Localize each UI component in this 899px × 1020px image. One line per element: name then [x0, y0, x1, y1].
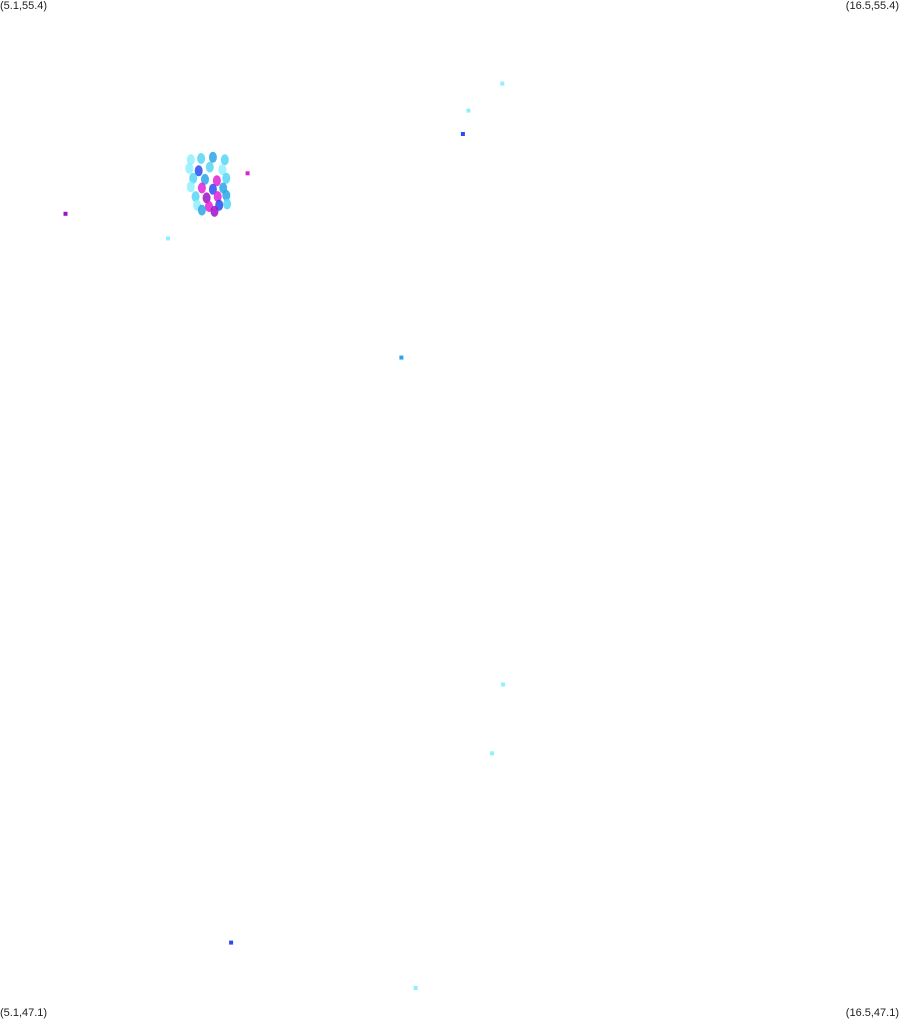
cluster-point-11[interactable] [222, 172, 231, 184]
corner-label-top-left: (5.1,55.4) [0, 0, 48, 12]
corner-label-bottom-left: (5.1,47.1) [0, 1007, 48, 1019]
cluster-point-10[interactable] [212, 175, 221, 187]
map-point-9[interactable] [229, 940, 234, 945]
map-point-10[interactable] [413, 986, 418, 990]
map-point-4[interactable] [63, 211, 68, 216]
map-point-1[interactable] [466, 108, 471, 113]
cluster-point-0[interactable] [186, 154, 195, 166]
map-point-2[interactable] [460, 132, 465, 136]
map-point-3[interactable] [245, 171, 250, 176]
cluster-point-14[interactable] [208, 183, 217, 195]
map-point-6[interactable] [399, 355, 404, 360]
cluster-point-1[interactable] [197, 153, 206, 164]
cluster-point-9[interactable] [201, 173, 209, 185]
map-point-8[interactable] [490, 751, 495, 756]
map-point-5[interactable] [166, 236, 170, 241]
cluster-point-7[interactable] [218, 164, 227, 176]
cluster-point-17[interactable] [202, 192, 211, 204]
cluster-point-19[interactable] [222, 189, 231, 201]
cluster-point-16[interactable] [191, 191, 200, 203]
cluster-point-12[interactable] [186, 181, 195, 193]
cluster-point-3[interactable] [220, 154, 229, 166]
cluster-point-2[interactable] [208, 151, 217, 163]
cluster-point-23[interactable] [223, 198, 232, 210]
cluster-point-18[interactable] [213, 191, 222, 203]
cluster-point-4[interactable] [185, 162, 194, 174]
map-point-0[interactable] [500, 81, 505, 86]
cluster-point-25[interactable] [210, 205, 219, 217]
cluster-point-5[interactable] [194, 165, 203, 177]
cluster-point-8[interactable] [189, 172, 198, 184]
cluster-point-13[interactable] [197, 182, 206, 194]
corner-label-top-right: (16.5,55.4) [845, 0, 899, 12]
cluster-point-24[interactable] [197, 204, 206, 216]
cluster-point-6[interactable] [205, 161, 214, 173]
map-point-7[interactable] [501, 682, 506, 687]
corner-label-bottom-right: (16.5,47.1) [845, 1007, 899, 1019]
